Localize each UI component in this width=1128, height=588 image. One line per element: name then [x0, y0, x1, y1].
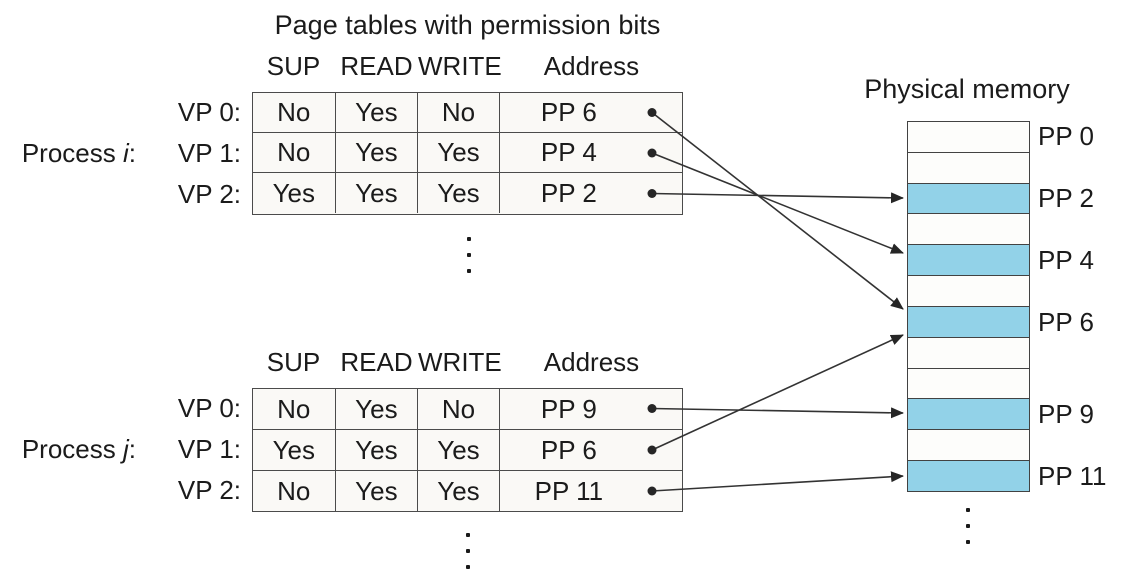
table-row: Yes Yes Yes PP 2 [253, 173, 683, 213]
write-cell: Yes [418, 471, 500, 511]
memory-label-pp6: PP 6 [1038, 307, 1094, 337]
table-row: No Yes No PP 9 [253, 389, 683, 430]
column-header-sup: SUP [266, 51, 321, 81]
column-header-write: WRITE [418, 347, 502, 377]
page-title: Page tables with permission bits [274, 10, 661, 40]
process-i-page-table: No Yes No PP 6 No Yes Yes PP 4 Yes Yes Y… [252, 92, 683, 215]
column-header-write: WRITE [418, 51, 502, 81]
memory-label-pp4: PP 4 [1038, 245, 1094, 275]
vp-label-j-1: VP 1: [177, 434, 241, 464]
read-cell: Yes [335, 173, 419, 213]
vp-label-j-2: VP 2: [177, 475, 241, 505]
address-cell: PP 6 [499, 430, 683, 470]
memory-slot-pp2 [908, 183, 1029, 215]
sup-cell: Yes [253, 430, 336, 470]
arrow-i-vp1-to-pp4 [651, 152, 904, 254]
physical-memory-column [907, 121, 1030, 492]
column-header-read: READ [340, 347, 413, 377]
read-cell: Yes [335, 471, 419, 511]
vp-label-i-1: VP 1: [177, 138, 241, 168]
memory-label-pp2: PP 2 [1038, 183, 1094, 213]
address-cell: PP 9 [499, 389, 683, 429]
process-label-var: j [122, 434, 129, 464]
vp-label-j-0: VP 0: [177, 393, 241, 423]
memory-slot-pp11 [908, 461, 1029, 491]
column-header-address: Address [543, 51, 640, 81]
ellipsis-icon [466, 533, 470, 569]
ellipsis-icon [467, 237, 471, 273]
address-cell: PP 4 [499, 133, 683, 172]
physical-memory-title: Physical memory [864, 74, 1070, 104]
memory-slot [908, 337, 1029, 369]
table-row: Yes Yes Yes PP 6 [253, 430, 683, 471]
vp-label-i-0: VP 0: [177, 97, 241, 127]
memory-slot [908, 214, 1029, 246]
memory-slot [908, 368, 1029, 400]
column-header-address: Address [543, 347, 640, 377]
table-row: No Yes Yes PP 4 [253, 133, 683, 173]
column-header-sup: SUP [266, 347, 321, 377]
write-cell: No [418, 93, 500, 132]
process-i-column-headers: SUP READ WRITE Address [252, 52, 683, 80]
address-cell: PP 11 [499, 471, 683, 511]
write-cell: No [418, 389, 500, 429]
read-cell: Yes [335, 133, 419, 172]
address-cell: PP 2 [499, 173, 683, 213]
process-j-label: Process j: [0, 429, 136, 470]
write-cell: Yes [418, 133, 500, 172]
sup-cell: Yes [253, 173, 336, 213]
write-cell: Yes [418, 173, 500, 213]
process-j-page-table: No Yes No PP 9 Yes Yes Yes PP 6 No Yes Y… [252, 388, 683, 512]
vp-label-i-2: VP 2: [177, 179, 241, 209]
read-cell: Yes [335, 389, 419, 429]
write-cell: Yes [418, 430, 500, 470]
arrow-j-vp2-to-pp11 [651, 471, 904, 492]
address-cell: PP 6 [499, 93, 683, 132]
arrow-i-vp2-to-pp2 [651, 192, 904, 204]
memory-label-pp11: PP 11 [1038, 461, 1107, 491]
sup-cell: No [253, 471, 336, 511]
read-cell: Yes [335, 93, 419, 132]
sup-cell: No [253, 93, 336, 132]
process-label-colon: : [128, 138, 136, 168]
arrow-j-vp0-to-pp9 [651, 407, 904, 419]
column-header-read: READ [340, 51, 413, 81]
table-row: No Yes No PP 6 [253, 93, 683, 133]
ellipsis-icon [966, 508, 970, 544]
read-cell: Yes [335, 430, 419, 470]
sup-cell: No [253, 133, 336, 172]
process-label-var: i [122, 138, 129, 168]
memory-slot [908, 430, 1029, 462]
process-label-text: Process [21, 138, 123, 168]
memory-slot-pp4 [908, 245, 1029, 277]
sup-cell: No [253, 389, 336, 429]
memory-slot-pp6 [908, 306, 1029, 338]
process-label-text: Process [21, 434, 123, 464]
memory-label-pp9: PP 9 [1038, 399, 1094, 429]
process-i-label: Process i: [0, 133, 136, 174]
arrow-i-vp0-to-pp6 [651, 111, 904, 310]
process-j-column-headers: SUP READ WRITE Address [252, 348, 683, 376]
memory-label-pp0: PP 0 [1038, 121, 1094, 151]
memory-slot [908, 152, 1029, 184]
memory-slot [908, 276, 1029, 307]
process-label-colon: : [128, 434, 136, 464]
memory-slot-pp9 [908, 399, 1029, 431]
memory-slot-pp0 [908, 122, 1029, 153]
table-row: No Yes Yes PP 11 [253, 471, 683, 511]
arrow-j-vp1-to-pp6 [651, 334, 904, 451]
